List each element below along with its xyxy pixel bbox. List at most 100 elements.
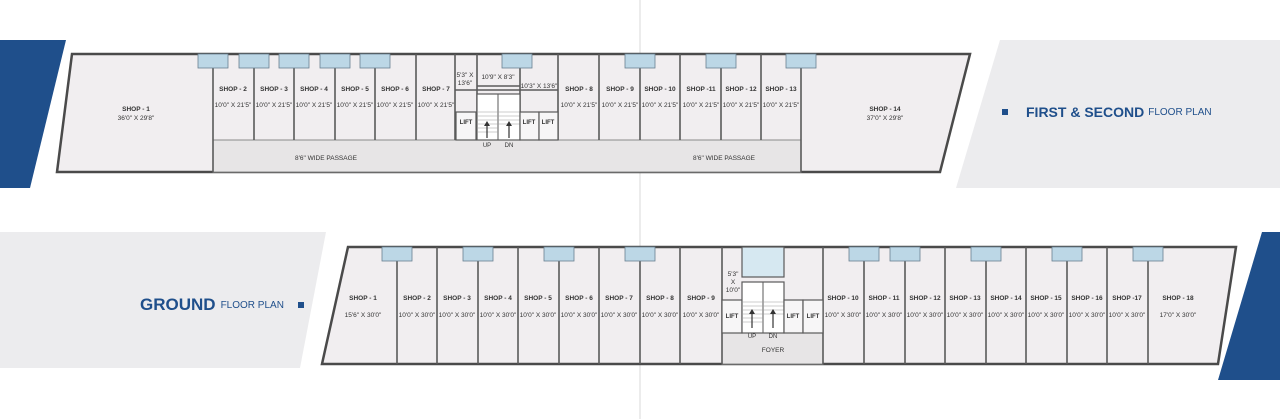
- ground-floor-title-light: FLOOR PLAN: [220, 299, 284, 311]
- ground-floor-windows: [381, 246, 1164, 262]
- title-bullet-icon: [1002, 109, 1008, 115]
- shop-label: SHOP -17: [1112, 295, 1142, 302]
- lift-box-left: [455, 111, 477, 141]
- core-size-label: 13'6": [458, 80, 473, 87]
- shop-size: 10'0" X 30'0": [1028, 312, 1065, 319]
- shop-size: 10'0" X 21'5": [215, 102, 252, 109]
- shop-label: SHOP - 4: [484, 295, 512, 302]
- shop-size: 36'0" X 29'8": [118, 115, 155, 122]
- stair-down-label: DN: [505, 143, 514, 149]
- core-size-label: 5'3": [728, 271, 739, 278]
- shop-size: 10'0" X 30'0": [601, 312, 638, 319]
- shop-label: SHOP - 6: [565, 295, 593, 302]
- core-size-label: 10'0": [726, 287, 741, 294]
- first-floor-passage: [212, 139, 802, 173]
- shop-size: 10'0" X 30'0": [825, 312, 862, 319]
- shop-size: 10'0" X 21'5": [683, 102, 720, 109]
- shop-label: SHOP - 3: [443, 295, 471, 302]
- shop-label: SHOP - 8: [646, 295, 674, 302]
- shop-label: SHOP - 9: [687, 295, 715, 302]
- core-size-label: 5'3" X: [457, 72, 475, 79]
- shop-label: SHOP -11: [686, 86, 716, 93]
- shop-label: SHOP - 11: [869, 295, 900, 302]
- core-size-label: 10'9" X 8'3": [481, 74, 515, 81]
- shop-size: 15'6" X 30'0": [345, 312, 382, 319]
- first-floor-title-bold: FIRST & SECOND: [1026, 104, 1145, 120]
- passage-label: 8'6" WIDE PASSAGE: [295, 155, 358, 162]
- shop-label: SHOP - 3: [260, 86, 288, 93]
- shop-label: SHOP - 12: [909, 295, 941, 302]
- shop-label: SHOP - 4: [300, 86, 328, 93]
- accent-bar-top-left: [0, 40, 66, 188]
- shop-size: 10'0" X 30'0": [642, 312, 679, 319]
- first-floor-windows: [197, 53, 817, 69]
- lift-label: LIFT: [787, 314, 800, 320]
- shop-label: SHOP - 15: [1030, 295, 1062, 302]
- lift-label: LIFT: [807, 314, 820, 320]
- shop-size: 10'0" X 21'5": [763, 102, 800, 109]
- shop-size: 10'0" X 30'0": [480, 312, 517, 319]
- core-size-label: X: [731, 279, 736, 286]
- shop-size: 10'0" X 30'0": [1109, 312, 1146, 319]
- accent-bar-bottom-right: [1218, 232, 1280, 380]
- first-floor-title-light: FLOOR PLAN: [1148, 106, 1212, 118]
- first-floor-title: FIRST & SECOND FLOOR PLAN: [1002, 104, 1212, 120]
- lift-label: LIFT: [542, 120, 555, 126]
- ground-floor-core: [721, 246, 824, 334]
- ground-floor-plan: SHOP - 1 15'6" X 30'0" SHOP - 2 10'0" X …: [320, 245, 1238, 366]
- stair-up-label: UP: [748, 334, 756, 340]
- shop-size: 10'0" X 21'5": [377, 102, 414, 109]
- lift-box-middle: [519, 111, 540, 141]
- title-bullet-icon: [297, 302, 304, 308]
- lift-box-right: [538, 111, 559, 141]
- shop-size: 10'0" X 30'0": [988, 312, 1025, 319]
- shop-label: SHOP - 16: [1071, 295, 1103, 302]
- shop-label: SHOP - 7: [605, 295, 633, 302]
- left-header-panel: [0, 232, 326, 368]
- ground-floor-title-bold: GROUND: [140, 295, 216, 314]
- first-floor-plan: SHOP - 1 36'0" X 29'8" SHOP - 2 10'0" X …: [55, 52, 972, 174]
- shop-label: SHOP - 5: [341, 86, 369, 93]
- shop-size: 10'0" X 21'5": [256, 102, 293, 109]
- shop-label: SHOP - 2: [403, 295, 431, 302]
- lift-label: LIFT: [726, 314, 739, 320]
- core-size-label: 10'3" X 13'6": [521, 83, 558, 90]
- foyer-label: FOYER: [762, 347, 785, 354]
- shop-size: 10'0" X 30'0": [520, 312, 557, 319]
- shop-label: SHOP - 6: [381, 86, 409, 93]
- shop-size: 10'0" X 21'5": [418, 102, 455, 109]
- shop-label: SHOP - 8: [565, 86, 593, 93]
- first-floor-core: [455, 93, 559, 141]
- lift-label: LIFT: [523, 120, 536, 126]
- stair-down-label: DN: [769, 334, 778, 340]
- shop-size: 10'0" X 21'5": [296, 102, 333, 109]
- shop-size: 37'0" X 29'8": [867, 115, 904, 122]
- shop-size: 10'0" X 30'0": [907, 312, 944, 319]
- shop-size: 10'0" X 21'5": [561, 102, 598, 109]
- shop-label: SHOP - 9: [606, 86, 634, 93]
- shop-label: SHOP - 13: [765, 86, 797, 93]
- shop-label: SHOP - 5: [524, 295, 552, 302]
- shop-size: 10'0" X 30'0": [947, 312, 984, 319]
- shop-size: 10'0" X 30'0": [1069, 312, 1106, 319]
- shop-size: 10'0" X 21'5": [602, 102, 639, 109]
- shop-label: SHOP - 10: [827, 295, 859, 302]
- shop-label: SHOP - 1: [122, 106, 150, 113]
- shop-size: 10'0" X 30'0": [439, 312, 476, 319]
- shop-size: 10'0" X 30'0": [866, 312, 903, 319]
- right-header-panel: [956, 40, 1280, 188]
- shop-label: SHOP - 1: [349, 295, 377, 302]
- shop-size: 10'0" X 21'5": [723, 102, 760, 109]
- stair-up-label: UP: [483, 143, 491, 149]
- shop-label: SHOP - 10: [644, 86, 676, 93]
- shop-size: 17'0" X 30'0": [1160, 312, 1197, 319]
- shop-label: SHOP - 12: [725, 86, 757, 93]
- shop-size: 10'0" X 30'0": [683, 312, 720, 319]
- shop-size: 10'0" X 30'0": [561, 312, 598, 319]
- shop-label: SHOP - 18: [1162, 295, 1194, 302]
- shop-size: 10'0" X 21'5": [337, 102, 374, 109]
- shop-label: SHOP - 14: [869, 106, 901, 113]
- lift-label: LIFT: [460, 120, 473, 126]
- shop-size: 10'0" X 30'0": [399, 312, 436, 319]
